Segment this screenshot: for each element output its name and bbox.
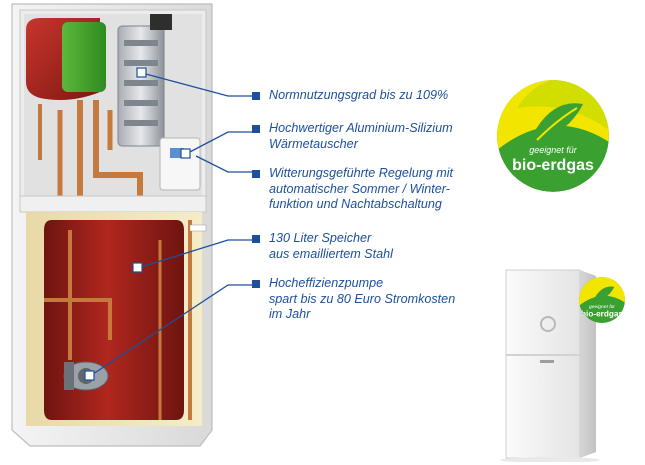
boiler-cutaway-illustration xyxy=(11,3,213,447)
feature-line: spart bis zu 80 Euro Stromkosten xyxy=(269,291,456,306)
feature-line: im Jahr xyxy=(269,307,311,321)
high-efficiency-pump xyxy=(63,361,109,391)
feature-line: Normnutzungsgrad bis zu 109% xyxy=(269,88,449,102)
feature-line: automatischer Sommer / Winter- xyxy=(269,181,450,196)
green-vessel xyxy=(62,22,106,92)
control-unit xyxy=(159,137,201,191)
bio-erdgas-badge-large: geeignet für bio-erdgas xyxy=(497,80,609,192)
feature-line: 130 Liter Speicher xyxy=(269,231,372,245)
bullet-square-icon xyxy=(252,170,260,178)
bullet-square-icon xyxy=(252,280,260,288)
feature-efficiency: Normnutzungsgrad bis zu 109% xyxy=(252,88,448,104)
feature-line: Hocheffizienzpumpe xyxy=(269,276,384,290)
badge-main-text: bio-erdgas xyxy=(581,309,623,318)
badge-main-text: bio-erdgas xyxy=(512,157,594,174)
feature-pump: Hocheffizienzpumpe spart bis zu 80 Euro … xyxy=(252,276,455,323)
badge-top-text: geeignet für xyxy=(529,145,578,155)
feature-line: Witterungsgeführte Regelung mit xyxy=(269,166,453,180)
feature-storage-tank: 130 Liter Speicher aus emailliertem Stah… xyxy=(252,231,393,262)
feature-heat-exchanger: Hochwertiger Aluminium-Silizium Wärmetau… xyxy=(252,121,453,152)
bio-erdgas-logo-icon: geeignet für bio-erdgas xyxy=(497,80,609,192)
bullet-square-icon xyxy=(252,125,260,133)
bio-erdgas-logo-icon: geeignet für bio-erdgas xyxy=(579,277,625,323)
bullet-square-icon xyxy=(252,92,260,100)
badge-top-text: geeignet für xyxy=(589,304,615,310)
feature-line: funktion und Nachtabschaltung xyxy=(269,197,442,211)
feature-line: Hochwertiger Aluminium-Silizium xyxy=(269,121,453,135)
feature-weather-control: Witterungsgeführte Regelung mit automati… xyxy=(252,166,453,213)
bio-erdgas-badge-small: geeignet für bio-erdgas xyxy=(579,277,625,323)
feature-line: Wärmetauscher xyxy=(269,136,358,151)
feature-line: aus emailliertem Stahl xyxy=(269,246,393,261)
bullet-square-icon xyxy=(252,235,260,243)
